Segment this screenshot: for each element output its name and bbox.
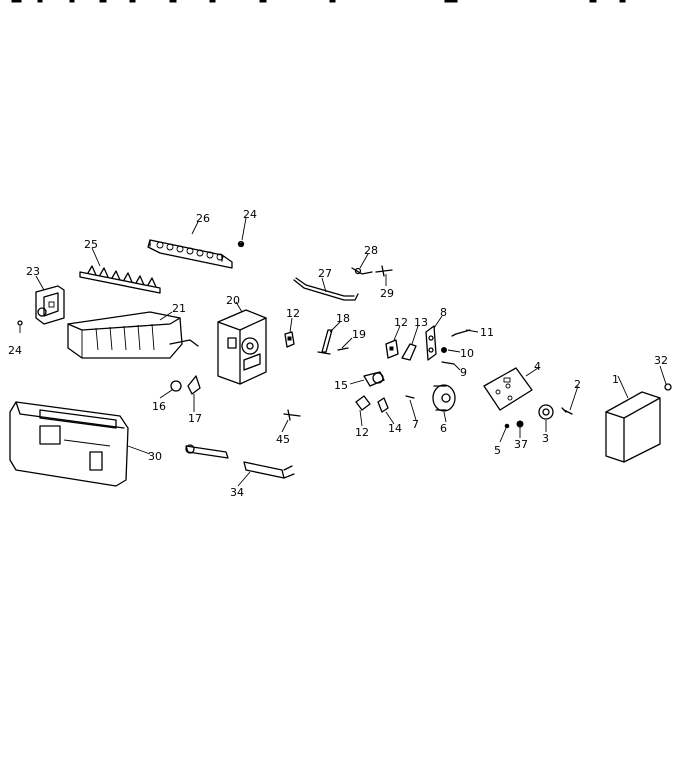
part-21-ice-mold <box>67 311 199 359</box>
callout-12a: 12 <box>286 307 300 320</box>
callout-9: 9 <box>460 366 467 379</box>
part-9-screw <box>441 361 455 365</box>
callout-24b: 24 <box>243 208 257 221</box>
callout-24a: 24 <box>8 344 22 357</box>
callout-6: 6 <box>440 422 447 435</box>
part-29-clip <box>375 265 393 277</box>
part-24-screw-left <box>17 320 23 326</box>
part-37-washer <box>516 420 524 428</box>
part-19-screw <box>337 347 349 351</box>
callout-19: 19 <box>352 328 366 341</box>
part-23-housing <box>35 285 65 325</box>
part-10-nut <box>441 347 447 353</box>
part-6-motor <box>432 384 456 412</box>
part-16-bushing <box>170 380 182 392</box>
callout-37: 37 <box>514 438 528 451</box>
part-3-gear <box>538 404 554 420</box>
part-30-frame <box>9 401 129 487</box>
callout-29: 29 <box>380 287 394 300</box>
part-4-board <box>483 367 533 411</box>
callout-7: 7 <box>412 418 419 431</box>
part-inlet-pipe <box>185 444 229 459</box>
part-17-clip <box>187 375 201 395</box>
callout-23: 23 <box>26 265 40 278</box>
part-1-cover <box>605 391 661 463</box>
callout-20: 20 <box>226 294 240 307</box>
part-2-screw <box>561 407 573 415</box>
callout-26: 26 <box>196 212 210 225</box>
callout-12c: 12 <box>355 426 369 439</box>
callout-18: 18 <box>336 312 350 325</box>
callout-27: 27 <box>318 267 332 280</box>
leader-lines <box>19 217 667 487</box>
callout-10: 10 <box>460 347 474 360</box>
callout-14: 14 <box>388 422 402 435</box>
part-25-ejector <box>79 265 161 294</box>
callout-25: 25 <box>84 238 98 251</box>
part-28-spring <box>351 267 373 275</box>
callout-1: 1 <box>612 373 619 386</box>
callout-34: 34 <box>230 486 244 499</box>
part-14-clip <box>377 397 389 413</box>
part-12-switch-c <box>355 395 371 411</box>
part-5-screw <box>504 423 510 429</box>
callout-30: 30 <box>148 450 162 463</box>
callout-28: 28 <box>364 244 378 257</box>
callout-2: 2 <box>574 378 581 391</box>
top-edge-marks <box>11 0 626 3</box>
callout-16: 16 <box>152 400 166 413</box>
part-15-plug <box>363 371 385 387</box>
part-20-module <box>217 309 267 385</box>
callout-17: 17 <box>188 412 202 425</box>
callout-labels: 1 2 3 4 5 6 7 8 9 10 11 12 12 12 13 14 1… <box>8 208 668 499</box>
part-7-screw <box>405 395 415 399</box>
part-13-contact <box>401 343 417 361</box>
part-32-nut <box>664 383 672 391</box>
callout-15: 15 <box>334 379 348 392</box>
part-11-screw <box>451 329 471 337</box>
callout-3: 3 <box>542 432 549 445</box>
part-24-screw-top <box>237 240 245 248</box>
callout-5: 5 <box>494 444 501 457</box>
part-18-lever <box>317 329 333 355</box>
part-8-plate <box>425 325 437 361</box>
part-45-fitting <box>283 409 301 421</box>
callout-8: 8 <box>440 306 447 319</box>
part-26-bracket <box>147 239 233 269</box>
callout-4: 4 <box>534 360 541 373</box>
callout-45: 45 <box>276 433 290 446</box>
part-34-fill-tube <box>243 461 295 479</box>
callout-11: 11 <box>480 326 494 339</box>
callout-21: 21 <box>172 302 186 315</box>
part-12-switch-b <box>385 339 399 359</box>
callout-13: 13 <box>414 316 428 329</box>
callout-12b: 12 <box>394 316 408 329</box>
part-27-arm <box>293 277 359 301</box>
callout-32: 32 <box>654 354 668 367</box>
part-12-switch-a <box>284 331 295 348</box>
